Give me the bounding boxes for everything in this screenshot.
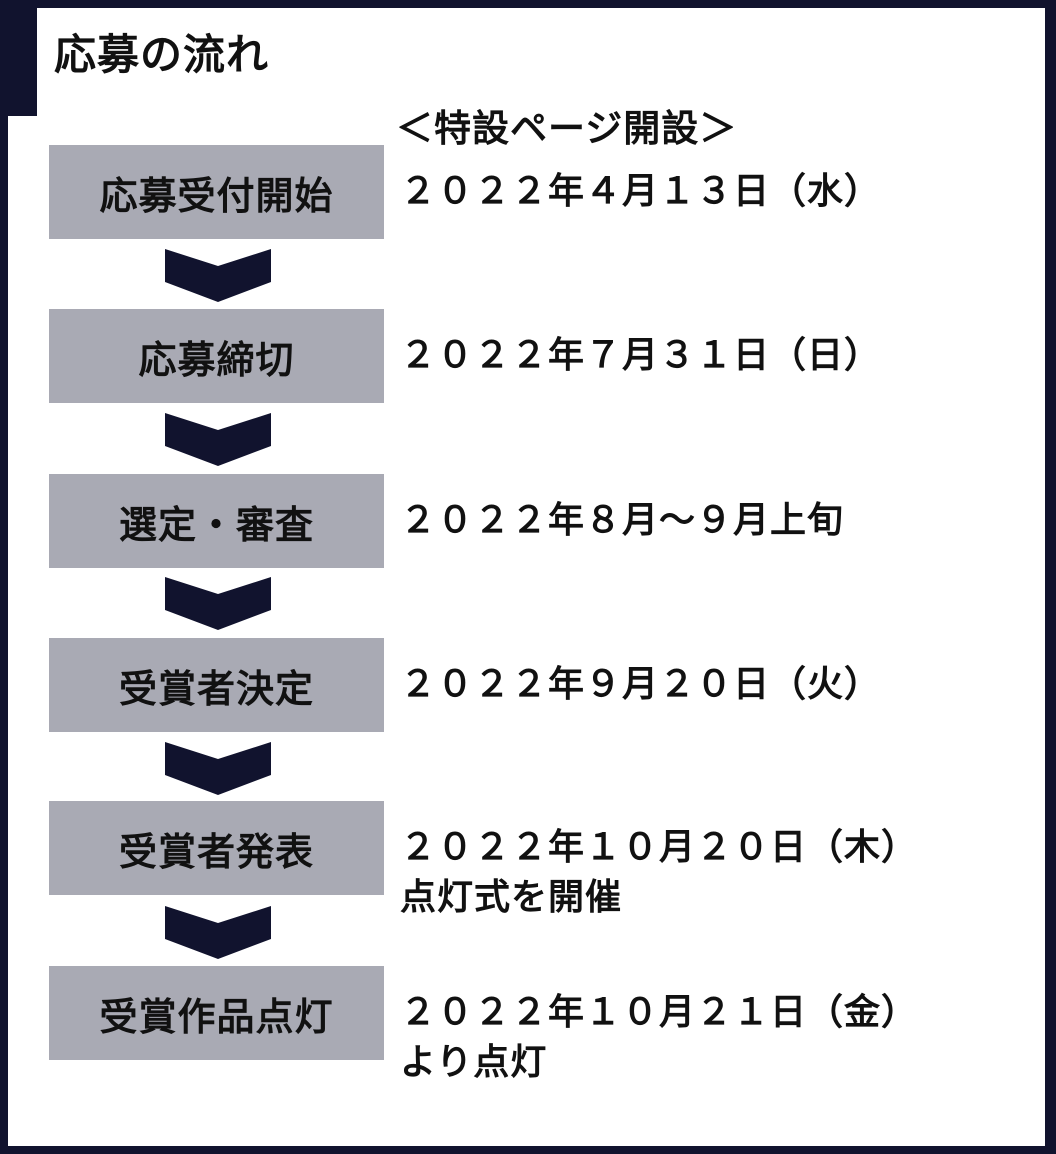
step-date-lighting-start: ２０２２年１０月２１日（金） より点灯 <box>400 988 918 1088</box>
step-date-text: ２０２２年１０月２０日（木） <box>400 827 919 868</box>
step-date-winner-announcement: ２０２２年１０月２０日（木） 点灯式を開催 <box>400 823 918 923</box>
step-date-selection-review: ２０２２年８月～９月上旬 <box>400 496 844 546</box>
step-date-application-start: ２０２２年４月１３日（水） <box>400 167 881 217</box>
flow-panel: 応募の流れ ＜特設ページ開設＞ 応募受付開始 ２０２２年４月１３日（水） 応募締… <box>8 8 1045 1146</box>
chevron-down-icon <box>165 577 271 630</box>
step-note-text: より点灯 <box>400 1042 548 1083</box>
page-title: 応募の流れ <box>54 30 270 79</box>
chevron-down-icon <box>165 249 271 302</box>
step-label-selection-review: 選定・審査 <box>49 474 384 568</box>
step-date-text: ２０２２年７月３１日（日） <box>400 335 882 376</box>
step-date-text: ２０２２年８月～９月上旬 <box>400 500 845 541</box>
chevron-down-icon <box>165 413 271 466</box>
corner-accent <box>8 8 37 116</box>
chevron-down-icon <box>165 906 271 959</box>
special-page-note: ＜特設ページ開設＞ <box>396 107 738 150</box>
step-label-lighting-start: 受賞作品点灯 <box>49 966 384 1060</box>
chevron-down-icon <box>165 742 271 795</box>
step-date-application-deadline: ２０２２年７月３１日（日） <box>400 331 881 381</box>
step-date-text: ２０２２年９月２０日（火） <box>400 664 882 705</box>
step-date-text: ２０２２年１０月２１日（金） <box>400 992 919 1033</box>
step-note-text: 点灯式を開催 <box>400 877 623 918</box>
step-label-winner-announcement: 受賞者発表 <box>49 801 384 895</box>
step-date-text: ２０２２年４月１３日（水） <box>400 171 882 212</box>
step-label-application-deadline: 応募締切 <box>49 309 384 403</box>
step-date-winner-decision: ２０２２年９月２０日（火） <box>400 660 881 710</box>
step-label-winner-decision: 受賞者決定 <box>49 638 384 732</box>
step-label-application-start: 応募受付開始 <box>49 145 384 239</box>
